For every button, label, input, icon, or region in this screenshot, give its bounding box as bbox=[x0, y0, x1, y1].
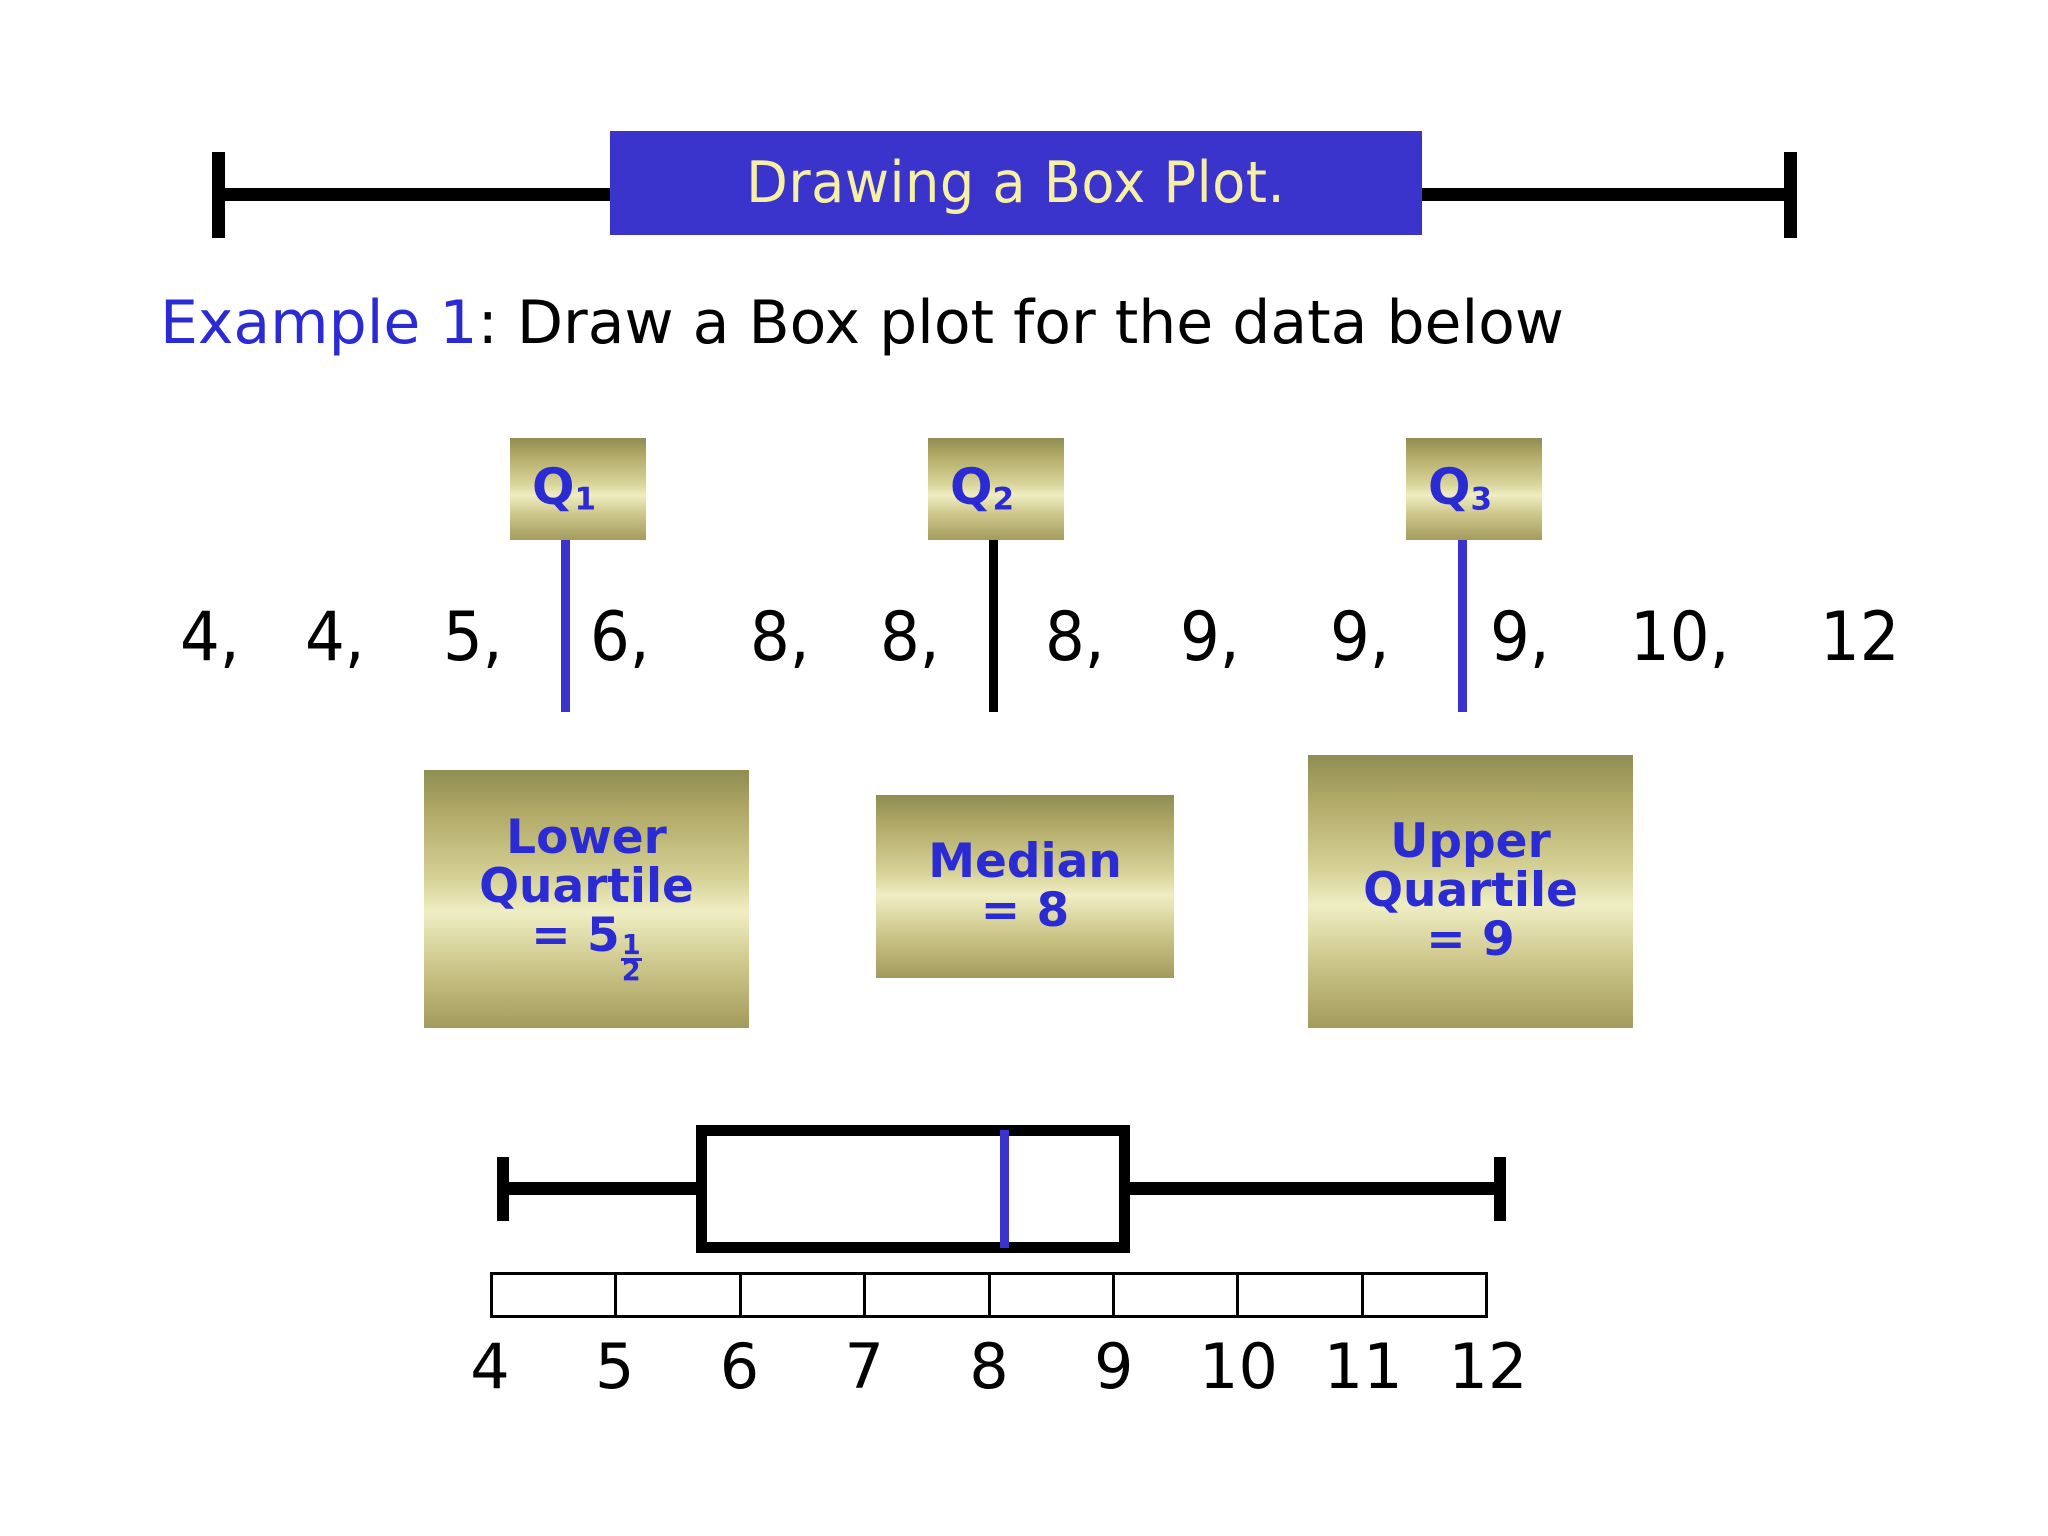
data-value: 9, bbox=[1180, 598, 1240, 677]
scale-tick-label: 9 bbox=[1094, 1330, 1134, 1403]
example-instruction: : Draw a Box plot for the data below bbox=[477, 288, 1564, 358]
scale-tick-label: 7 bbox=[844, 1330, 884, 1403]
scale-cell bbox=[1115, 1275, 1240, 1315]
scale-tick-label: 11 bbox=[1323, 1330, 1403, 1403]
data-value: 9, bbox=[1330, 598, 1390, 677]
data-value: 5, bbox=[443, 598, 503, 677]
scale-cell bbox=[866, 1275, 991, 1315]
quartile-tag-q1: Q1 bbox=[510, 438, 646, 540]
boxplot-interquartile-box bbox=[696, 1125, 1130, 1253]
example-label: Example 1 bbox=[160, 288, 478, 358]
data-value: 12 bbox=[1820, 598, 1900, 677]
scale-tick-label: 8 bbox=[969, 1330, 1009, 1403]
title-banner: Drawing a Box Plot. bbox=[610, 131, 1422, 235]
scale-cell bbox=[742, 1275, 867, 1315]
title-whisker-cap-right bbox=[1784, 152, 1797, 238]
scale-tick-label: 6 bbox=[719, 1330, 760, 1403]
data-value: 8, bbox=[750, 598, 810, 677]
quartile-tag-q3: Q3 bbox=[1406, 438, 1542, 540]
split-marker-lower-quartile bbox=[561, 540, 570, 712]
boxplot-maximum-cap bbox=[1494, 1157, 1506, 1221]
scale-cell bbox=[1239, 1275, 1364, 1315]
split-marker-upper-quartile bbox=[1458, 540, 1467, 712]
callout-upper-quartile-line2: Quartile bbox=[1363, 863, 1578, 919]
boxplot-median-line bbox=[1000, 1130, 1009, 1248]
callout-upper-quartile-line1: Upper bbox=[1390, 814, 1551, 870]
scale-rule bbox=[490, 1272, 1488, 1318]
scale-cell bbox=[1364, 1275, 1485, 1315]
scale-tick-label: 4 bbox=[470, 1330, 510, 1403]
callout-lower-quartile-line2: Quartile bbox=[479, 858, 694, 914]
quartile-tag-q2: Q2 bbox=[928, 438, 1064, 540]
scale-tick-label: 5 bbox=[595, 1330, 635, 1403]
scale-cell bbox=[991, 1275, 1115, 1315]
callout-upper-quartile: Upper Quartile = 9 bbox=[1308, 755, 1633, 1028]
data-value: 9, bbox=[1490, 598, 1550, 677]
quartile-tag-q1-label: Q1 bbox=[532, 458, 597, 518]
quartile-tag-q3-label: Q3 bbox=[1428, 458, 1493, 518]
split-marker-median bbox=[989, 540, 998, 712]
scale-tick-label: 10 bbox=[1199, 1330, 1278, 1403]
data-value: 8, bbox=[880, 598, 940, 677]
data-value: 4, bbox=[180, 598, 240, 677]
scale-tick-label: 12 bbox=[1448, 1330, 1528, 1403]
scale-cell bbox=[617, 1275, 742, 1315]
data-value: 10, bbox=[1630, 598, 1730, 677]
callout-upper-quartile-value: = 9 bbox=[1426, 911, 1515, 967]
quartile-tag-q2-label: Q2 bbox=[950, 458, 1015, 518]
callout-median-value: = 8 bbox=[980, 882, 1070, 938]
page-title: Drawing a Box Plot. bbox=[746, 150, 1286, 216]
data-value: 4, bbox=[305, 598, 365, 677]
data-value: 8, bbox=[1045, 598, 1105, 677]
scale-cell bbox=[493, 1275, 618, 1315]
callout-median: Median = 8 bbox=[876, 795, 1174, 978]
data-value: 6, bbox=[590, 598, 650, 677]
callout-median-line1: Median bbox=[928, 833, 1122, 889]
callout-lower-quartile-line1: Lower bbox=[506, 809, 667, 865]
example-prompt-line: Example 1: Draw a Box plot for the data … bbox=[160, 288, 1564, 358]
